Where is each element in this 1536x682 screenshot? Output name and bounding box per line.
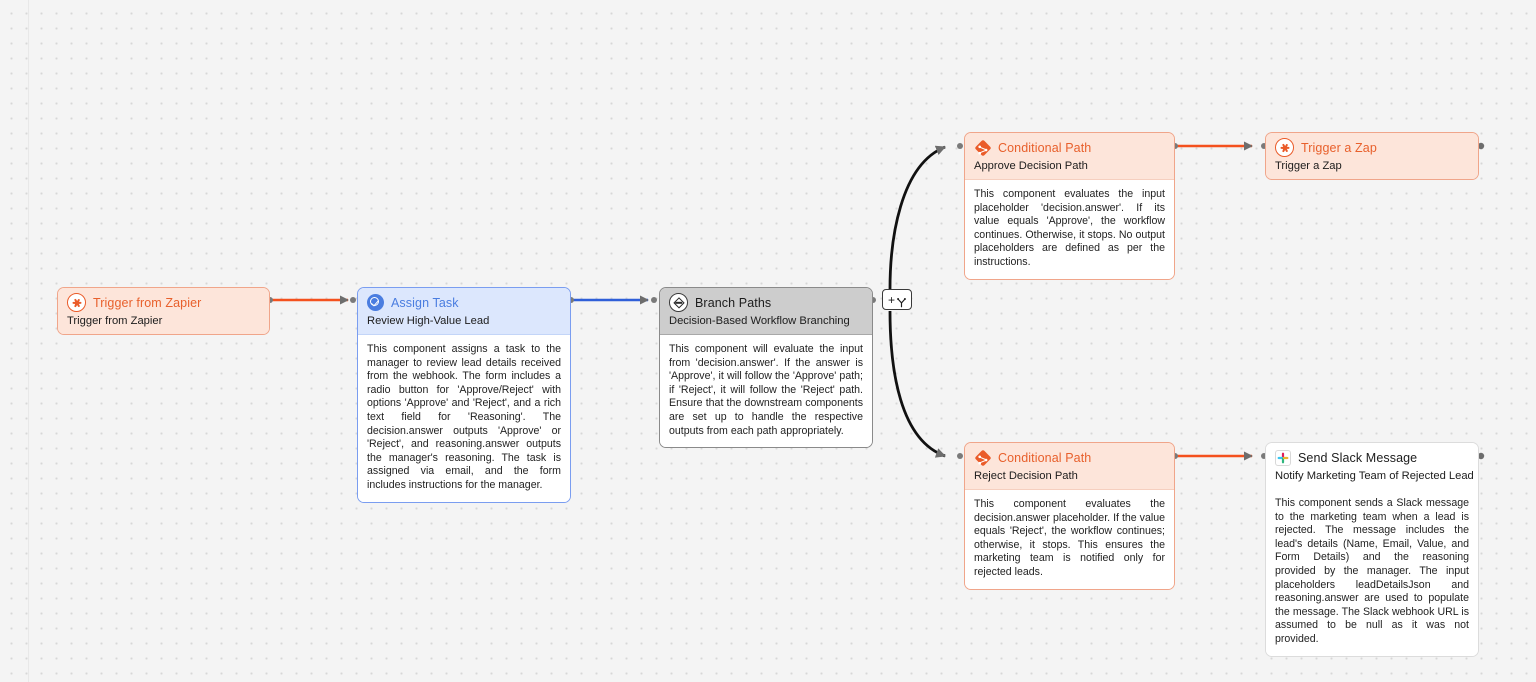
node-title: Trigger from Zapier [93, 295, 202, 310]
node-trigger-a-zap[interactable]: Trigger a Zap Trigger a Zap [1265, 132, 1479, 180]
edge-branch-to-approve-path [888, 143, 963, 290]
node-header: Send Slack Message Notify Marketing Team… [1266, 443, 1478, 489]
node-trigger-from-zapier[interactable]: Trigger from Zapier Trigger from Zapier [57, 287, 270, 335]
node-subtitle: Decision-Based Workflow Branching [669, 315, 850, 327]
canvas-left-rule [28, 0, 29, 682]
node-header: Trigger a Zap Trigger a Zap [1266, 133, 1478, 179]
node-branch-paths[interactable]: Branch Paths Decision-Based Workflow Bra… [659, 287, 873, 449]
conditional-diamond-icon [974, 449, 991, 466]
node-subtitle: Approve Decision Path [974, 160, 1088, 172]
node-subtitle: Reject Decision Path [974, 470, 1078, 482]
node-description: This component evaluates the decision.an… [965, 489, 1174, 589]
edge-trigger-to-assign-task [267, 295, 356, 305]
node-description: This component sends a Slack message to … [1266, 489, 1478, 656]
node-title: Conditional Path [998, 140, 1092, 155]
node-send-slack-message[interactable]: Send Slack Message Notify Marketing Team… [1265, 442, 1479, 657]
node-assign-task[interactable]: Assign Task Review High-Value Lead This … [357, 287, 571, 503]
node-subtitle: Notify Marketing Team of Rejected Lead [1275, 470, 1474, 482]
node-approve-decision-path[interactable]: Conditional Path Approve Decision Path T… [964, 132, 1175, 280]
edge-assign-task-to-branch-paths [568, 295, 657, 305]
node-title: Branch Paths [695, 295, 772, 310]
node-description: This component assigns a task to the man… [358, 334, 570, 502]
node-header: Assign Task Review High-Value Lead [358, 288, 570, 334]
split-paths-icon [897, 295, 906, 307]
node-subtitle: Trigger from Zapier [67, 315, 163, 327]
node-subtitle: Trigger a Zap [1275, 160, 1342, 172]
slack-icon [1275, 449, 1291, 466]
node-header: Branch Paths Decision-Based Workflow Bra… [660, 288, 872, 334]
node-title: Trigger a Zap [1301, 140, 1377, 155]
node-header: Conditional Path Reject Decision Path [965, 443, 1174, 489]
edge-reject-path-to-send-slack-message [1172, 451, 1267, 461]
zapier-icon [67, 293, 86, 312]
node-header: Trigger from Zapier Trigger from Zapier [58, 288, 269, 334]
node-description: This component will evaluate the input f… [660, 334, 872, 448]
node-subtitle: Review High-Value Lead [367, 315, 490, 327]
edge-approve-path-to-trigger-a-zap [1172, 141, 1267, 151]
node-title: Send Slack Message [1298, 450, 1418, 465]
node-title: Conditional Path [998, 450, 1092, 465]
node-title: Assign Task [391, 295, 459, 310]
node-header: Conditional Path Approve Decision Path [965, 133, 1174, 179]
conditional-diamond-icon [974, 139, 991, 156]
edge-branch-to-reject-path [888, 310, 963, 459]
add-branch-button[interactable]: + [882, 289, 912, 310]
branch-diamond-icon [669, 293, 688, 312]
node-description: This component evaluates the input place… [965, 179, 1174, 279]
check-circle-icon [367, 294, 384, 311]
plus-icon: + [887, 292, 895, 307]
zapier-icon [1275, 138, 1294, 157]
node-reject-decision-path[interactable]: Conditional Path Reject Decision Path Th… [964, 442, 1175, 590]
